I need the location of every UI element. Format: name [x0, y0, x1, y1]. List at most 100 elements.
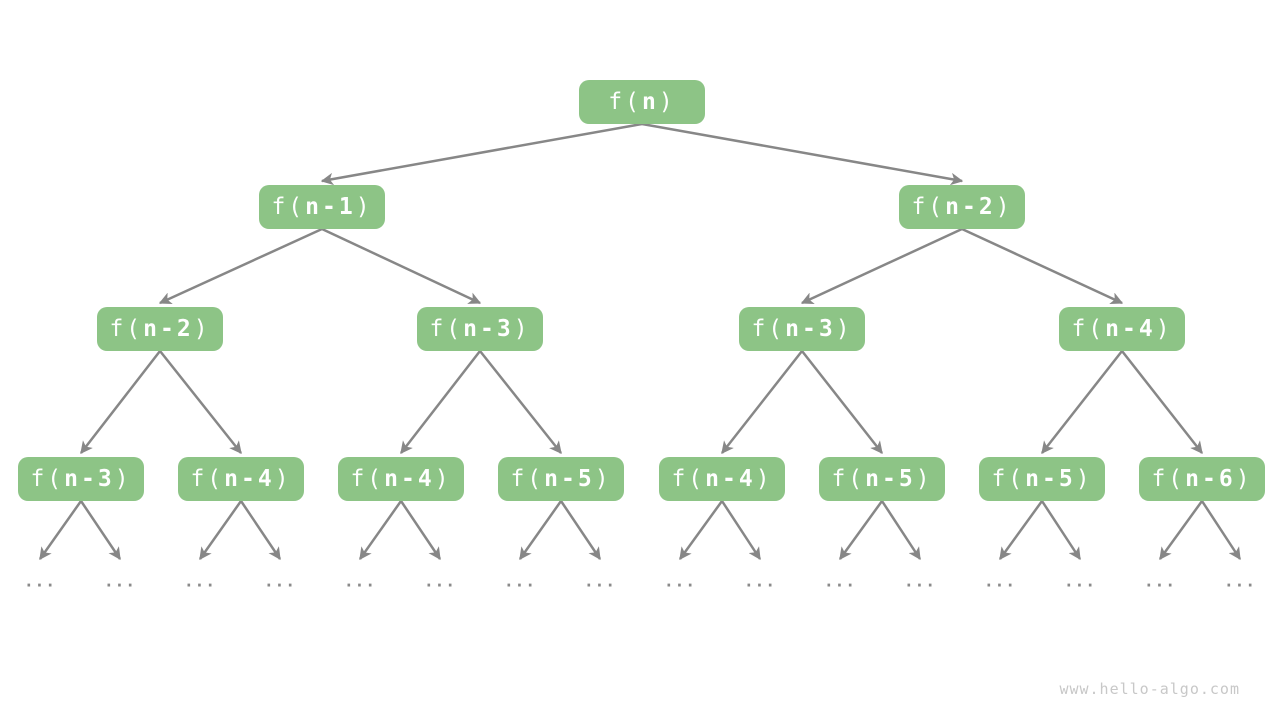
edge-arrow — [720, 500, 762, 561]
leaf-ellipsis: ... — [104, 571, 136, 591]
watermark: www.hello-algo.com — [1059, 680, 1240, 698]
node-label-mid: n-6 — [1185, 465, 1236, 492]
edge-arrow — [721, 350, 803, 454]
node-label-mid: n — [641, 88, 659, 115]
edge-arrow — [961, 227, 1124, 305]
node-label-pre: f( — [1151, 465, 1186, 492]
edge-arrow — [400, 350, 481, 454]
edge-arrow — [518, 500, 563, 561]
edge-arrow — [38, 500, 83, 561]
edge-arrow — [678, 500, 724, 561]
node-label-post: ) — [1235, 465, 1253, 492]
node-label-post: ) — [915, 465, 933, 492]
leaf-ellipsis: ... — [1144, 571, 1176, 591]
node-label-mid: n-4 — [705, 465, 756, 492]
edge-arrow — [1158, 500, 1204, 561]
edge-arrow — [880, 500, 922, 561]
tree-node-n3: f(n-2) — [97, 307, 223, 351]
tree-node-n6: f(n-4) — [1059, 307, 1185, 351]
node-label-pre: f( — [1071, 315, 1106, 342]
edge-arrow — [1041, 350, 1123, 454]
tree-node-n4: f(n-3) — [417, 307, 543, 351]
node-label-pre: f( — [350, 465, 385, 492]
node-label-mid: n-5 — [544, 465, 595, 492]
edge-arrow — [239, 500, 282, 561]
node-label-post: ) — [513, 315, 531, 342]
tree-node-n12: f(n-5) — [819, 457, 945, 501]
edge-arrow — [559, 500, 602, 561]
node-label-mid: n-5 — [1025, 465, 1076, 492]
edge-arrow — [321, 227, 482, 305]
node-label-mid: n-3 — [463, 315, 514, 342]
edge-arrow — [79, 500, 122, 561]
tree-node-n2: f(n-2) — [899, 185, 1025, 229]
edge-arrow — [801, 350, 883, 454]
node-label-post: ) — [193, 315, 211, 342]
node-label-pre: f( — [429, 315, 464, 342]
edge-arrow — [1040, 500, 1082, 561]
leaf-ellipsis: ... — [584, 571, 616, 591]
leaf-ellipsis: ... — [344, 571, 376, 591]
leaf-ellipsis: ... — [664, 571, 696, 591]
edge-arrow — [198, 500, 243, 561]
tree-node-n9: f(n-4) — [338, 457, 464, 501]
edge-arrow — [479, 350, 562, 454]
node-label-post: ) — [1075, 465, 1093, 492]
tree-node-n14: f(n-6) — [1139, 457, 1265, 501]
node-label-pre: f( — [608, 88, 642, 115]
edge-arrow — [158, 227, 323, 305]
node-label-pre: f( — [911, 193, 946, 220]
node-label-post: ) — [1155, 315, 1173, 342]
edge-arrow — [358, 500, 403, 561]
node-label-mid: n-2 — [945, 193, 996, 220]
node-label-mid: n-3 — [64, 465, 115, 492]
edge-arrow — [838, 500, 884, 561]
tree-node-n7: f(n-3) — [18, 457, 144, 501]
node-label-pre: f( — [271, 193, 306, 220]
node-label-mid: n-4 — [1105, 315, 1156, 342]
leaf-ellipsis: ... — [824, 571, 856, 591]
leaf-ellipsis: ... — [264, 571, 296, 591]
edge-arrow — [159, 350, 242, 454]
edge-arrow — [1200, 500, 1242, 561]
edge-arrow — [800, 227, 963, 305]
node-label-post: ) — [434, 465, 452, 492]
node-label-post: ) — [755, 465, 773, 492]
leaf-ellipsis: ... — [504, 571, 536, 591]
node-label-post: ) — [274, 465, 292, 492]
leaf-ellipsis: ... — [24, 571, 56, 591]
edge-arrow — [641, 122, 964, 186]
node-label-pre: f( — [671, 465, 706, 492]
node-label-post: ) — [835, 315, 853, 342]
node-label-mid: n-3 — [785, 315, 836, 342]
node-label-pre: f( — [831, 465, 866, 492]
node-label-pre: f( — [991, 465, 1026, 492]
edge-arrow — [998, 500, 1044, 561]
leaf-ellipsis: ... — [744, 571, 776, 591]
tree-node-n10: f(n-5) — [498, 457, 624, 501]
leaf-ellipsis: ... — [184, 571, 216, 591]
node-label-mid: n-1 — [305, 193, 356, 220]
edge-lines — [38, 122, 1242, 561]
edge-arrow — [1121, 350, 1203, 454]
edge-arrow — [399, 500, 442, 561]
node-label-pre: f( — [751, 315, 786, 342]
node-label-post: ) — [995, 193, 1013, 220]
node-label-pre: f( — [190, 465, 225, 492]
node-label-pre: f( — [510, 465, 545, 492]
leaf-ellipsis: ... — [904, 571, 936, 591]
node-label-post: ) — [658, 88, 676, 115]
node-label-mid: n-4 — [384, 465, 435, 492]
leaf-ellipsis: ... — [984, 571, 1016, 591]
leaf-ellipsis: ... — [424, 571, 456, 591]
tree-node-n13: f(n-5) — [979, 457, 1105, 501]
tree-node-n1: f(n-1) — [259, 185, 385, 229]
tree-node-n8: f(n-4) — [178, 457, 304, 501]
tree-node-n0: f(n) — [579, 80, 705, 124]
node-label-post: ) — [355, 193, 373, 220]
edge-arrow — [80, 350, 161, 454]
tree-node-n11: f(n-4) — [659, 457, 785, 501]
tree-node-n5: f(n-3) — [739, 307, 865, 351]
